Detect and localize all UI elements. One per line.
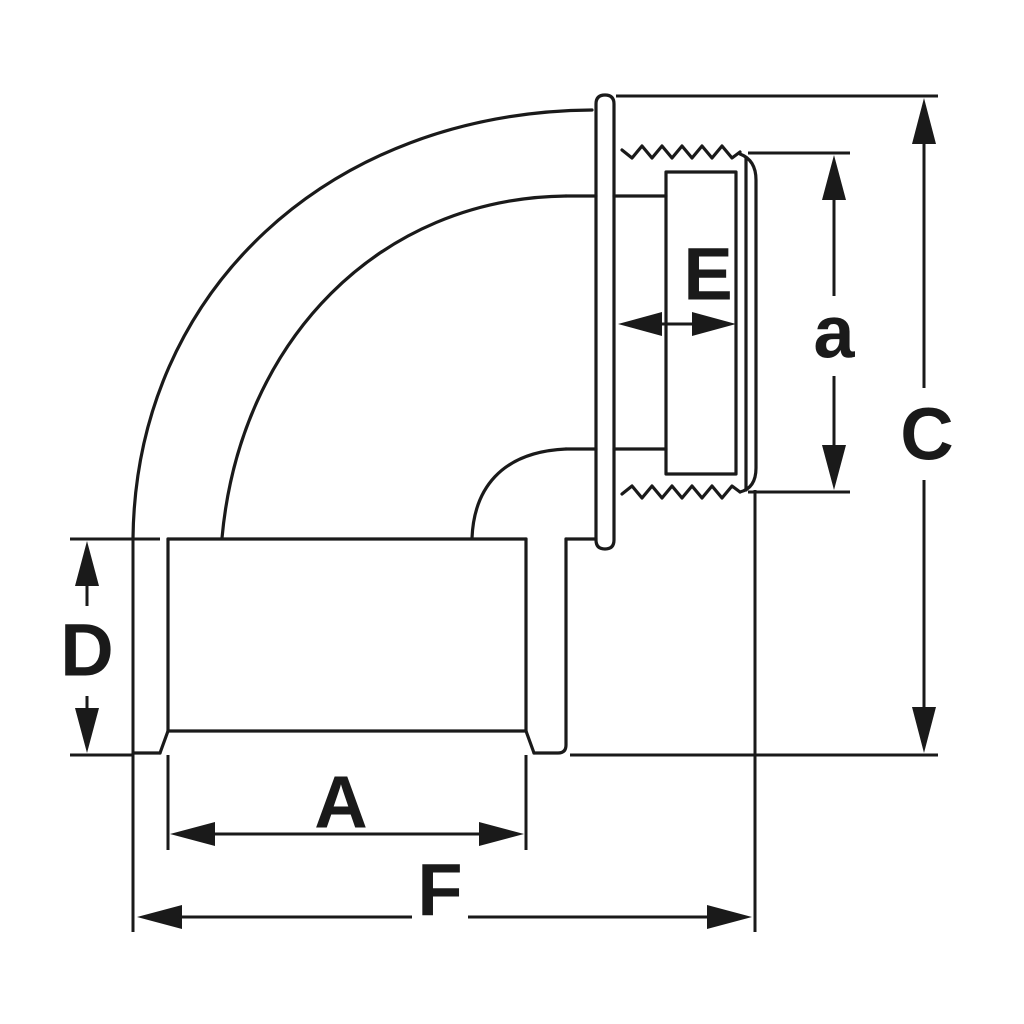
dim-A-label: A — [314, 761, 367, 844]
dim-E-label: E — [683, 233, 732, 316]
male-thread — [612, 144, 758, 500]
elbow-crotch-curve — [470, 447, 568, 540]
elbow-body — [131, 108, 598, 540]
thread-lower-zigzag — [620, 484, 742, 500]
dim-C-label: C — [900, 393, 953, 476]
dim-a-arrow-bottom — [822, 445, 846, 490]
thread-upper-zigzag — [620, 144, 742, 160]
dim-a-label: a — [813, 291, 855, 374]
dim-C-arrow-top — [912, 98, 936, 144]
dimension-C: C — [896, 98, 954, 753]
bore-rectangle — [664, 170, 738, 476]
dim-F-label-bg — [412, 860, 468, 926]
dimension-F: F — [137, 849, 752, 932]
dim-C-label-bg — [896, 388, 952, 480]
dimension-D: D — [60, 541, 114, 753]
flange — [594, 93, 616, 551]
socket-left-chamfer — [158, 729, 170, 755]
socket-right-chamfer — [524, 729, 536, 755]
dimension-a: a — [808, 155, 864, 490]
dim-E-arrow-right — [692, 312, 736, 336]
dim-D-arrow-bottom — [75, 708, 99, 753]
dim-F-arrow-right — [707, 905, 752, 929]
dim-F-arrow-left — [137, 905, 182, 929]
elbow-outer-curve — [131, 108, 594, 540]
dim-A-arrow-left — [170, 822, 215, 846]
bottom-socket — [131, 537, 598, 755]
flange-collar — [594, 93, 616, 551]
dim-D-arrow-top — [75, 541, 99, 586]
dimension-E: E — [618, 233, 736, 336]
dim-F-label: F — [417, 849, 462, 932]
elbow-inner-curve — [220, 194, 568, 540]
dim-E-arrow-left — [618, 312, 662, 336]
dim-C-arrow-bottom — [912, 707, 936, 753]
thread-end-face — [738, 152, 758, 494]
dim-a-arrow-top — [822, 155, 846, 200]
dim-a-label-bg — [808, 296, 864, 376]
dimension-A: A — [170, 761, 524, 846]
dim-D-label-bg — [62, 606, 114, 696]
dimensions: C a E D A — [60, 94, 954, 932]
dim-D-label: D — [60, 609, 113, 692]
dim-A-arrow-right — [479, 822, 524, 846]
socket-outer-right-wall — [532, 537, 568, 755]
